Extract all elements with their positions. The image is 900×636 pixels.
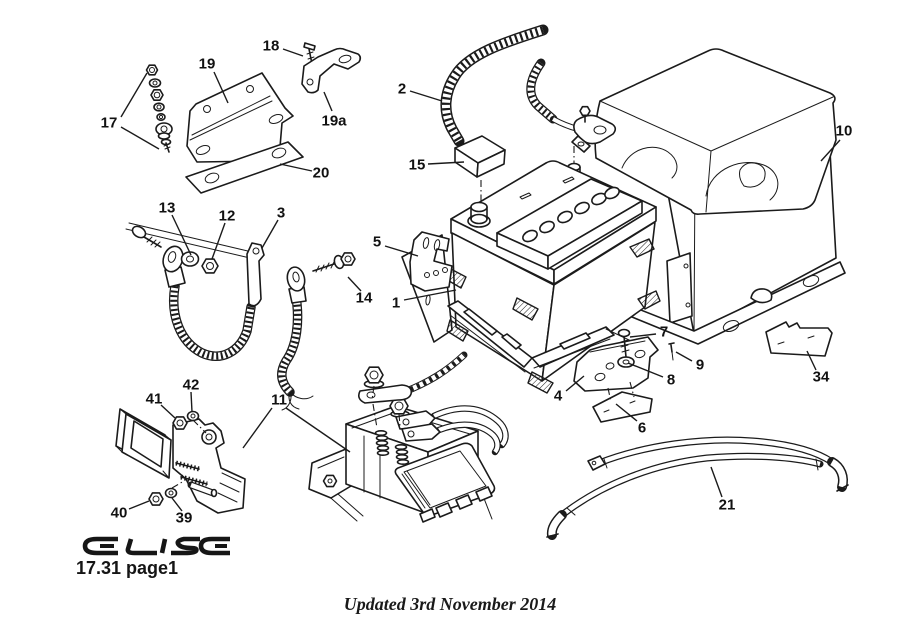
callout-label-19a: 19a [321, 113, 347, 130]
callout-label-41: 41 [146, 391, 163, 408]
packing-plate-illustration [765, 321, 833, 357]
earth-strap-illustration [131, 225, 356, 411]
callout-13: 13 [159, 200, 192, 256]
callout-20: 20 [279, 163, 330, 182]
callout-label-6: 6 [638, 420, 646, 437]
section-reference: 17.31 page1 [76, 558, 179, 578]
callout-leader-40 [128, 500, 150, 510]
callout-41: 41 [146, 391, 176, 419]
callout-3: 3 [261, 205, 285, 249]
callout-label-4: 4 [554, 388, 563, 405]
callout-11: 11 [242, 392, 351, 453]
callout-9: 9 [675, 351, 704, 374]
callout-5: 5 [373, 234, 419, 257]
callout-40: 40 [111, 500, 150, 522]
callout-label-12: 12 [219, 208, 236, 225]
callout-label-19: 19 [199, 56, 216, 73]
battery-cover-illustration [594, 48, 846, 345]
callout-2: 2 [398, 81, 443, 102]
callout-leader-8 [627, 362, 664, 378]
callout-leader-7 [629, 333, 657, 338]
callout-8: 8 [627, 362, 675, 389]
callout-label-3: 3 [277, 205, 285, 222]
callout-leader-21 [710, 466, 723, 498]
callout-label-7: 7 [660, 324, 668, 341]
callout-label-8: 8 [667, 372, 675, 389]
callout-19: 19 [199, 56, 229, 104]
callout-14: 14 [347, 276, 373, 307]
callout-leader-3 [261, 219, 279, 249]
callout-6: 6 [615, 403, 646, 437]
callout-label-21: 21 [719, 497, 736, 514]
callout-leader-9 [675, 351, 693, 362]
callout-label-34: 34 [813, 369, 830, 386]
callout-leader-20 [279, 163, 313, 172]
callout-4: 4 [554, 375, 585, 405]
callout-leader-42 [190, 391, 193, 413]
callout-leader-14 [347, 276, 362, 292]
callout-label-9: 9 [696, 357, 704, 374]
callout-1: 1 [392, 289, 457, 312]
callout-leader-10 [820, 139, 841, 162]
battery-clamp-illustration [573, 328, 675, 423]
callout-leader-17 [120, 126, 160, 150]
callout-15: 15 [409, 157, 465, 174]
callout-leader-2 [409, 90, 443, 102]
callout-label-17: 17 [101, 115, 118, 132]
power-unit-illustration [308, 351, 509, 523]
callout-7: 7 [629, 324, 668, 341]
callout-leader-11 [242, 407, 273, 449]
callout-leader-41 [160, 404, 176, 419]
callout-label-14: 14 [356, 290, 373, 307]
callout-label-18: 18 [263, 38, 280, 55]
elise-logo: ELISE [82, 536, 230, 556]
callout-12: 12 [211, 208, 236, 260]
callout-19a: 19a [321, 91, 347, 130]
callout-label-39: 39 [176, 510, 193, 527]
callout-21: 21 [710, 466, 736, 514]
callout-label-11: 11 [271, 392, 287, 409]
positive-cable-illustration [440, 24, 617, 204]
callout-label-40: 40 [111, 505, 128, 522]
callout-label-1: 1 [392, 295, 400, 312]
callout-leader-17 [120, 72, 148, 118]
mounting-hardware-illustration [145, 42, 362, 194]
callout-label-13: 13 [159, 200, 176, 217]
callout-18: 18 [263, 38, 304, 57]
callout-label-10: 10 [836, 123, 853, 140]
footer-note: Updated 3rd November 2014 [343, 594, 557, 614]
callout-leader-1 [403, 289, 457, 301]
battery-tray-illustration [447, 300, 649, 373]
callout-label-2: 2 [398, 81, 406, 98]
callout-leader-15 [427, 161, 465, 165]
callout-leader-4 [565, 375, 585, 392]
callout-label-5: 5 [373, 234, 381, 251]
callout-10: 10 [820, 123, 853, 162]
callout-leader-18 [282, 48, 304, 57]
callout-34: 34 [806, 350, 830, 386]
callout-leader-12 [211, 222, 226, 260]
callout-layer: 12345678910111213141517181919a2021343940… [101, 38, 853, 527]
support-bracket-illustration [409, 231, 453, 292]
callout-17: 17 [101, 72, 160, 150]
battery-illustration [443, 160, 661, 394]
callout-leader-6 [615, 403, 638, 422]
callout-leader-19 [213, 71, 229, 104]
mounting-bracket-illustration [115, 408, 246, 514]
battery-cable-illustration [546, 436, 849, 540]
callout-leader-34 [806, 350, 817, 371]
callout-leader-5 [384, 245, 419, 257]
callout-label-42: 42 [183, 377, 200, 394]
callout-42: 42 [183, 377, 200, 413]
callout-leader-11 [285, 407, 351, 453]
callout-label-15: 15 [409, 157, 426, 174]
callout-label-20: 20 [313, 165, 330, 182]
callout-39: 39 [171, 497, 193, 527]
callout-leader-19a [323, 91, 333, 112]
callout-leader-13 [171, 214, 192, 256]
callout-leader-39 [171, 497, 183, 512]
